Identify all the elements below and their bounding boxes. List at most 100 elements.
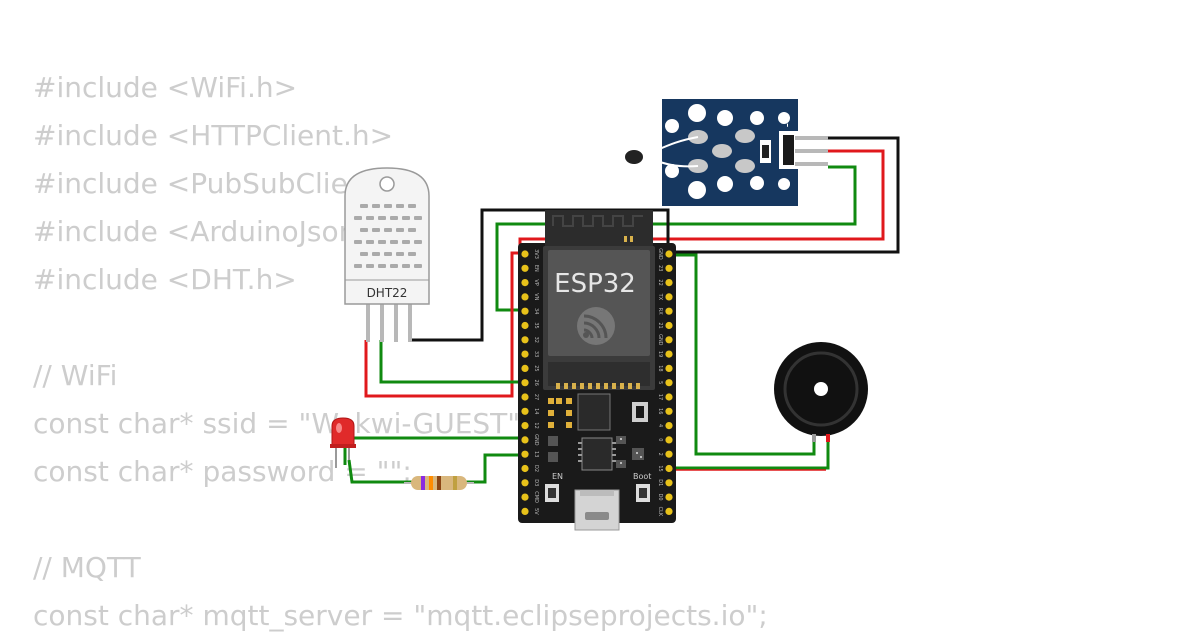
piezo-buzzer[interactable]	[774, 342, 868, 442]
esp32-pin-right[interactable]	[665, 407, 673, 415]
red-led[interactable]	[330, 417, 356, 468]
esp32-pin-label: 33	[533, 351, 539, 357]
esp32-pin-label: D2	[533, 465, 539, 472]
esp32-pin-label: 19	[657, 351, 663, 357]
esp32-pin-left[interactable]	[521, 364, 529, 372]
module-castellations	[556, 236, 640, 389]
esp32-pin-label: GND	[533, 434, 539, 446]
esp32-pin-right[interactable]	[665, 336, 673, 344]
led-body	[331, 417, 355, 447]
resistor-band	[421, 476, 425, 490]
en-button[interactable]	[545, 484, 559, 502]
esp32-pin-left[interactable]	[521, 264, 529, 272]
esp32-pin-right[interactable]	[665, 279, 673, 287]
esp32-pin-left[interactable]	[521, 293, 529, 301]
smd-resistor-body	[762, 145, 769, 158]
buzzer-ring	[783, 351, 859, 427]
esp32-pin-left[interactable]	[521, 464, 529, 473]
esp32-pin-left[interactable]	[521, 422, 529, 430]
esp32-pin-left[interactable]	[521, 321, 529, 330]
esp32-pin-left[interactable]	[521, 307, 529, 315]
esp32-pin-right[interactable]	[665, 450, 673, 458]
code-line: #include <DHT.h>	[33, 263, 297, 296]
esp32-pin-label: D3	[533, 479, 539, 486]
wire-buzzer-signal[interactable]	[669, 438, 830, 470]
esp32-pin-left[interactable]	[521, 279, 529, 287]
code-line: const char* password = "";	[33, 455, 412, 488]
dht-mount-hole	[379, 176, 395, 192]
esp32-pin-right[interactable]	[665, 321, 673, 330]
esp32-pin-label: 14	[533, 408, 539, 414]
dht-pin	[380, 300, 384, 342]
esp32-pin-right[interactable]	[665, 379, 673, 387]
esp32-pin-left[interactable]	[521, 507, 529, 515]
esp32-pin-left[interactable]	[521, 350, 529, 358]
wire-ntc-gnd[interactable]	[669, 136, 900, 254]
esp32-pin-label: GND	[657, 334, 663, 346]
esp32-pin-left[interactable]	[521, 250, 529, 258]
code-line: // WiFi	[33, 359, 118, 392]
wire-resistor-gpio[interactable]	[462, 453, 525, 484]
esp32-left-header: 3V3ENVPVN343532332526271412GND13D2D3CMD5…	[521, 249, 539, 515]
esp32-pin-left[interactable]	[521, 393, 529, 401]
buzzer-pin-positive	[826, 434, 830, 442]
esp32-pin-left[interactable]	[521, 450, 529, 458]
esp32-pin-right[interactable]	[665, 422, 673, 430]
wire-dht-vcc[interactable]	[364, 251, 524, 398]
ntc-pin-signal	[795, 162, 828, 166]
esp32-pin-right[interactable]	[665, 264, 673, 272]
esp32-pin-right[interactable]	[665, 350, 673, 358]
esp32-pin-label: 26	[533, 380, 539, 386]
esp32-pin-right[interactable]	[665, 393, 673, 401]
wire-led-gnd[interactable]	[343, 436, 525, 465]
esp32-pin-label: 23	[657, 265, 663, 271]
esp32-pin-label: GND	[657, 248, 663, 260]
led-leads	[335, 446, 350, 468]
esp32-pin-label: 34	[533, 308, 539, 314]
dht-pin	[408, 300, 412, 342]
wire-dht-gnd[interactable]	[410, 208, 670, 342]
esp32-pin-label: D0	[657, 494, 663, 501]
esp32-pin-right[interactable]	[665, 364, 673, 372]
antenna-trace	[552, 215, 643, 227]
esp32-pin-right[interactable]	[665, 464, 673, 473]
esp32-pin-label: EN	[533, 265, 539, 272]
thermistor	[625, 150, 643, 164]
wire-buzzer-gnd[interactable]	[669, 253, 816, 456]
esp32-pin-left[interactable]	[521, 407, 529, 415]
wire-led-resistor[interactable]	[347, 459, 415, 484]
mounting-hole	[665, 164, 679, 178]
esp32-pin-right[interactable]	[665, 479, 673, 487]
dht22-sensor[interactable]: DHT22	[344, 167, 430, 342]
resistor[interactable]	[404, 476, 474, 490]
esp32-pin-right[interactable]	[665, 250, 673, 258]
esp32-pin-left[interactable]	[521, 379, 529, 387]
ntc-pin-vcc	[795, 149, 828, 153]
esp32-pin-right[interactable]	[665, 436, 673, 444]
solder-pad	[735, 129, 755, 143]
dht-pin	[366, 300, 370, 342]
esp32-pin-label: 13	[533, 451, 539, 457]
mounting-hole	[717, 110, 733, 126]
esp32-board[interactable]: ESP32 EN Boot	[518, 210, 676, 531]
mounting-hole	[750, 111, 764, 125]
esp32-pin-right[interactable]	[665, 307, 673, 315]
esp32-pin-left[interactable]	[521, 436, 529, 444]
esp32-pin-label: 2	[657, 453, 663, 456]
esp32-pin-right[interactable]	[665, 493, 673, 501]
esp32-pin-label: RX	[657, 308, 663, 315]
dht-grille	[354, 204, 422, 268]
boot-button[interactable]	[636, 484, 650, 502]
esp32-pin-right[interactable]	[665, 507, 673, 515]
ntc-temperature-module[interactable]: - S	[625, 99, 828, 206]
esp32-pin-left[interactable]	[521, 336, 529, 344]
esp32-pin-right[interactable]	[665, 293, 673, 301]
esp32-pin-label: 12	[533, 422, 539, 428]
wire-dht-data[interactable]	[379, 340, 525, 384]
esp32-pin-label: CLK	[657, 507, 663, 517]
esp32-pin-label: 3V3	[533, 249, 539, 259]
micro-usb-port[interactable]	[574, 489, 620, 531]
esp32-pin-left[interactable]	[521, 479, 529, 487]
esp32-pin-left[interactable]	[521, 493, 529, 501]
wire-ntc-signal[interactable]	[495, 165, 857, 312]
